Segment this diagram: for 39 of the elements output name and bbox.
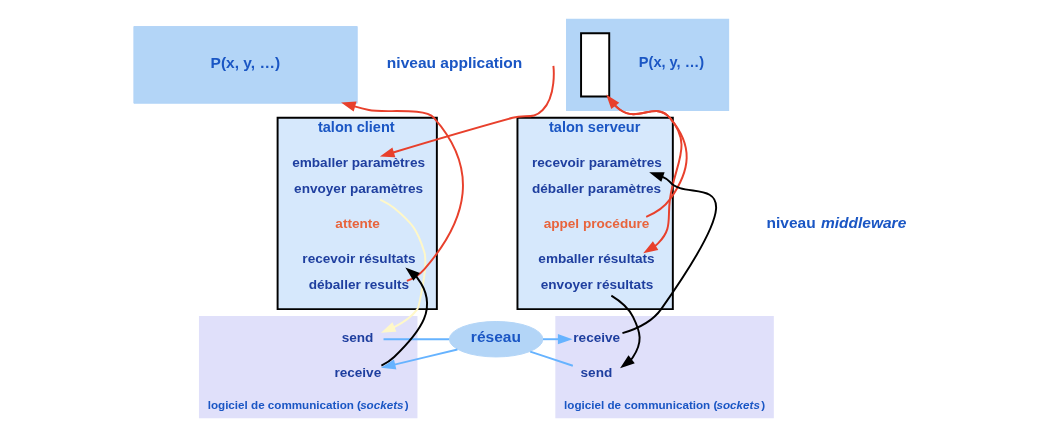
cluster bbox=[276, 116, 438, 311]
arrow bbox=[610, 294, 641, 369]
node-text: emballer résultats bbox=[538, 251, 655, 267]
arrow bbox=[606, 94, 688, 218]
node-label: logiciel de communication (sockets) bbox=[207, 398, 409, 412]
arrow bbox=[607, 95, 683, 254]
node-ellipse: réseau bbox=[448, 321, 544, 358]
node-text: déballer results bbox=[308, 277, 410, 293]
node-text: envoyer résultats bbox=[540, 277, 654, 293]
node-text: envoyer paramètres bbox=[294, 181, 424, 197]
node-text: receive bbox=[573, 329, 621, 345]
node-box: P(x, y, …) bbox=[133, 26, 358, 104]
connector bbox=[529, 350, 574, 367]
node-text: déballer paramètres bbox=[532, 181, 662, 197]
arrow bbox=[621, 172, 717, 335]
label: niveau application bbox=[386, 53, 523, 71]
node-label: talon client bbox=[317, 119, 395, 136]
connector bbox=[382, 338, 451, 341]
node-text: emballer paramètres bbox=[292, 155, 426, 171]
node-text: send bbox=[580, 365, 613, 381]
node-text: attente bbox=[335, 216, 380, 232]
arrow bbox=[380, 267, 429, 367]
label: niveau middleware bbox=[766, 214, 907, 232]
node-box bbox=[580, 32, 611, 98]
node-text: receive bbox=[334, 365, 382, 381]
arrow bbox=[341, 101, 464, 282]
node-label: talon serveur bbox=[549, 119, 641, 136]
node-text: recevoir paramètres bbox=[532, 155, 662, 171]
arrow bbox=[542, 334, 573, 345]
cluster bbox=[516, 116, 674, 311]
cluster bbox=[198, 315, 418, 419]
node-text: appel procédure bbox=[543, 216, 650, 232]
arrow bbox=[381, 348, 459, 370]
arrow bbox=[379, 198, 427, 333]
arrow bbox=[379, 64, 555, 158]
node-text: send bbox=[341, 329, 374, 345]
node-label: logiciel de communication (sockets) bbox=[564, 398, 766, 412]
node-label: P(x, y, …) bbox=[638, 54, 705, 71]
node-text: recevoir résultats bbox=[302, 251, 416, 267]
